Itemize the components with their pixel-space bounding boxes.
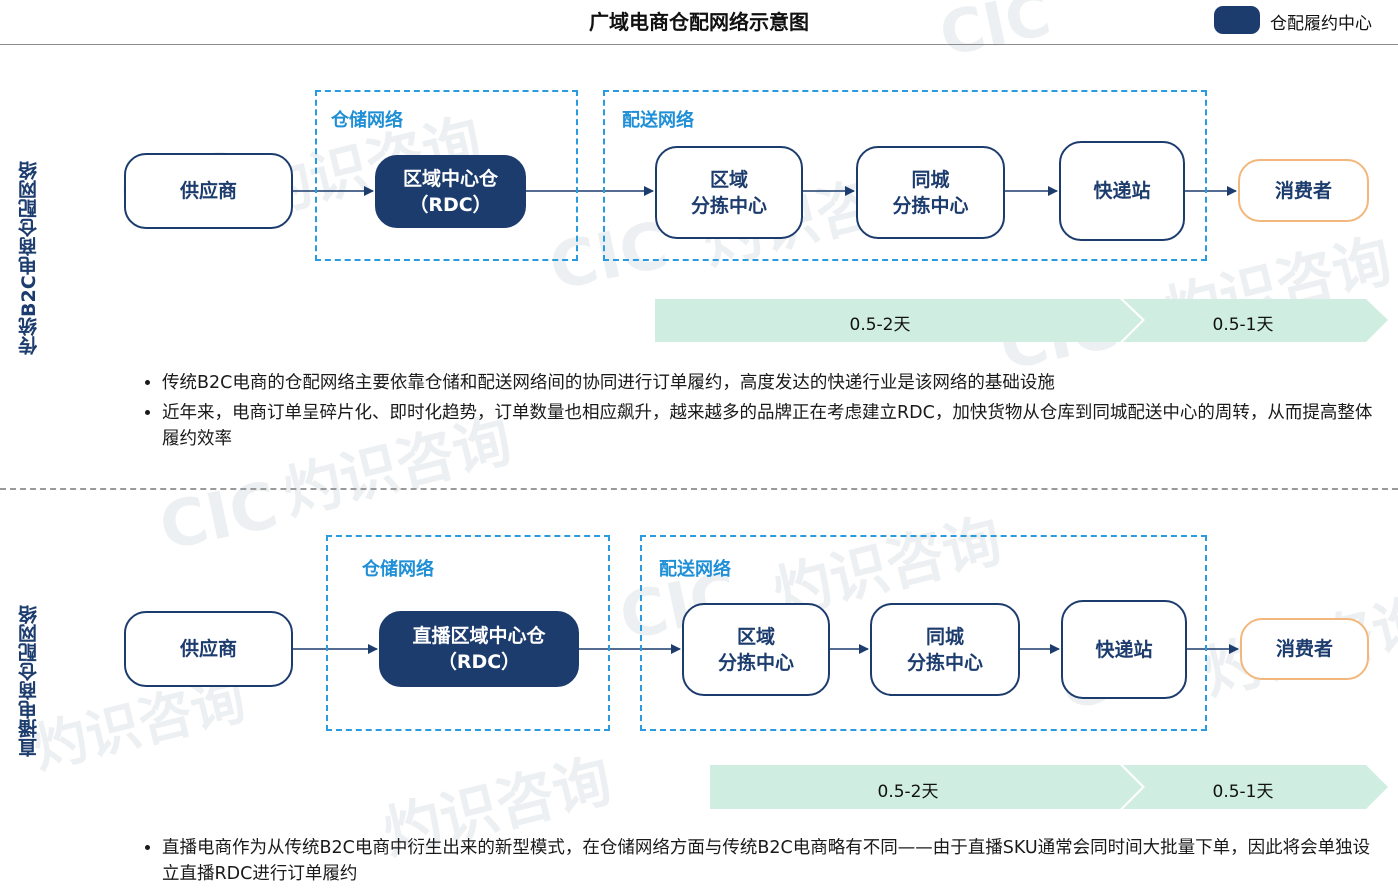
supplier-node: 供应商 bbox=[124, 611, 293, 687]
note-item: 传统B2C电商的仓配网络主要依靠仓储和配送网络间的协同进行订单履约，高度发达的快… bbox=[162, 370, 1380, 396]
city-sorting-center-node: 同城 分拣中心 bbox=[870, 603, 1020, 696]
regional-label-line1: 区域 bbox=[736, 625, 775, 648]
duration-band bbox=[710, 765, 1142, 809]
delivery-network-label: 配送网络 bbox=[659, 559, 731, 580]
rdc-label-line2: （RDC） bbox=[437, 651, 521, 673]
rdc-label-line1: 区域中心仓 bbox=[402, 167, 498, 190]
section-label: 传统B2C电商仓配网络 bbox=[18, 161, 40, 355]
regional-label-line2: 分拣中心 bbox=[690, 194, 767, 217]
section-label: 直播电商仓配网络 bbox=[18, 605, 40, 757]
legend-label: 仓配履约中心 bbox=[1270, 14, 1372, 34]
supplier-label: 供应商 bbox=[179, 180, 237, 202]
supplier-label: 供应商 bbox=[179, 638, 237, 660]
duration-band bbox=[655, 299, 1142, 342]
legend-swatch bbox=[1214, 6, 1260, 34]
city-label-line2: 分拣中心 bbox=[906, 651, 983, 674]
city-label-line2: 分拣中心 bbox=[892, 194, 969, 217]
section-notes: 直播电商作为从传统B2C电商中衍生出来的新型模式，在仓储网络方面与传统B2C电商… bbox=[140, 835, 1380, 891]
duration-label: 0.5-1天 bbox=[1212, 782, 1274, 802]
note-item: 近年来，电商订单呈碎片化、即时化趋势，订单数量也相应飙升，越来越多的品牌正在考虑… bbox=[162, 400, 1380, 452]
station-label: 快递站 bbox=[1095, 638, 1153, 661]
city-label-line1: 同城 bbox=[911, 168, 950, 191]
express-station-node: 快递站 bbox=[1059, 141, 1185, 241]
storage-network-label: 仓储网络 bbox=[362, 559, 434, 580]
city-label-line1: 同城 bbox=[925, 625, 964, 648]
delivery-network-box bbox=[640, 535, 1207, 731]
rdc-label-line2: （RDC） bbox=[409, 193, 492, 216]
delivery-network-label: 配送网络 bbox=[622, 110, 694, 131]
regional-label-line2: 分拣中心 bbox=[717, 651, 794, 674]
duration-band bbox=[1123, 299, 1388, 342]
supplier-node: 供应商 bbox=[124, 153, 293, 229]
rdc-node: 区域中心仓 （RDC） bbox=[375, 155, 526, 228]
consumer-label: 消费者 bbox=[1274, 179, 1332, 202]
note-item: 直播电商作为从传统B2C电商中衍生出来的新型模式，在仓储网络方面与传统B2C电商… bbox=[162, 835, 1380, 887]
rdc-node: 直播区域中心仓 （RDC） bbox=[379, 611, 579, 687]
page-title: 广域电商仓配网络示意图 bbox=[589, 10, 809, 34]
section-divider bbox=[0, 488, 1398, 490]
express-station-node: 快递站 bbox=[1061, 600, 1187, 699]
regional-sorting-center-node: 区域 分拣中心 bbox=[682, 603, 830, 696]
duration-band bbox=[1123, 765, 1388, 809]
delivery-network-box bbox=[603, 90, 1207, 261]
consumer-label: 消费者 bbox=[1275, 638, 1333, 660]
consumer-node: 消费者 bbox=[1240, 618, 1369, 680]
city-sorting-center-node: 同城 分拣中心 bbox=[856, 146, 1005, 239]
title-divider bbox=[0, 44, 1398, 45]
duration-label: 0.5-1天 bbox=[1212, 315, 1274, 335]
consumer-node: 消费者 bbox=[1238, 159, 1369, 222]
storage-network-box bbox=[315, 90, 578, 261]
regional-label-line1: 区域 bbox=[709, 168, 748, 191]
station-label: 快递站 bbox=[1093, 180, 1151, 202]
storage-network-box bbox=[326, 535, 610, 731]
duration-label: 0.5-2天 bbox=[849, 315, 911, 335]
duration-label: 0.5-2天 bbox=[877, 782, 939, 802]
section-notes: 传统B2C电商的仓配网络主要依靠仓储和配送网络间的协同进行订单履约，高度发达的快… bbox=[140, 370, 1380, 456]
storage-network-label: 仓储网络 bbox=[331, 110, 403, 131]
regional-sorting-center-node: 区域 分拣中心 bbox=[655, 146, 803, 239]
rdc-label-line1: 直播区域中心仓 bbox=[412, 625, 546, 647]
